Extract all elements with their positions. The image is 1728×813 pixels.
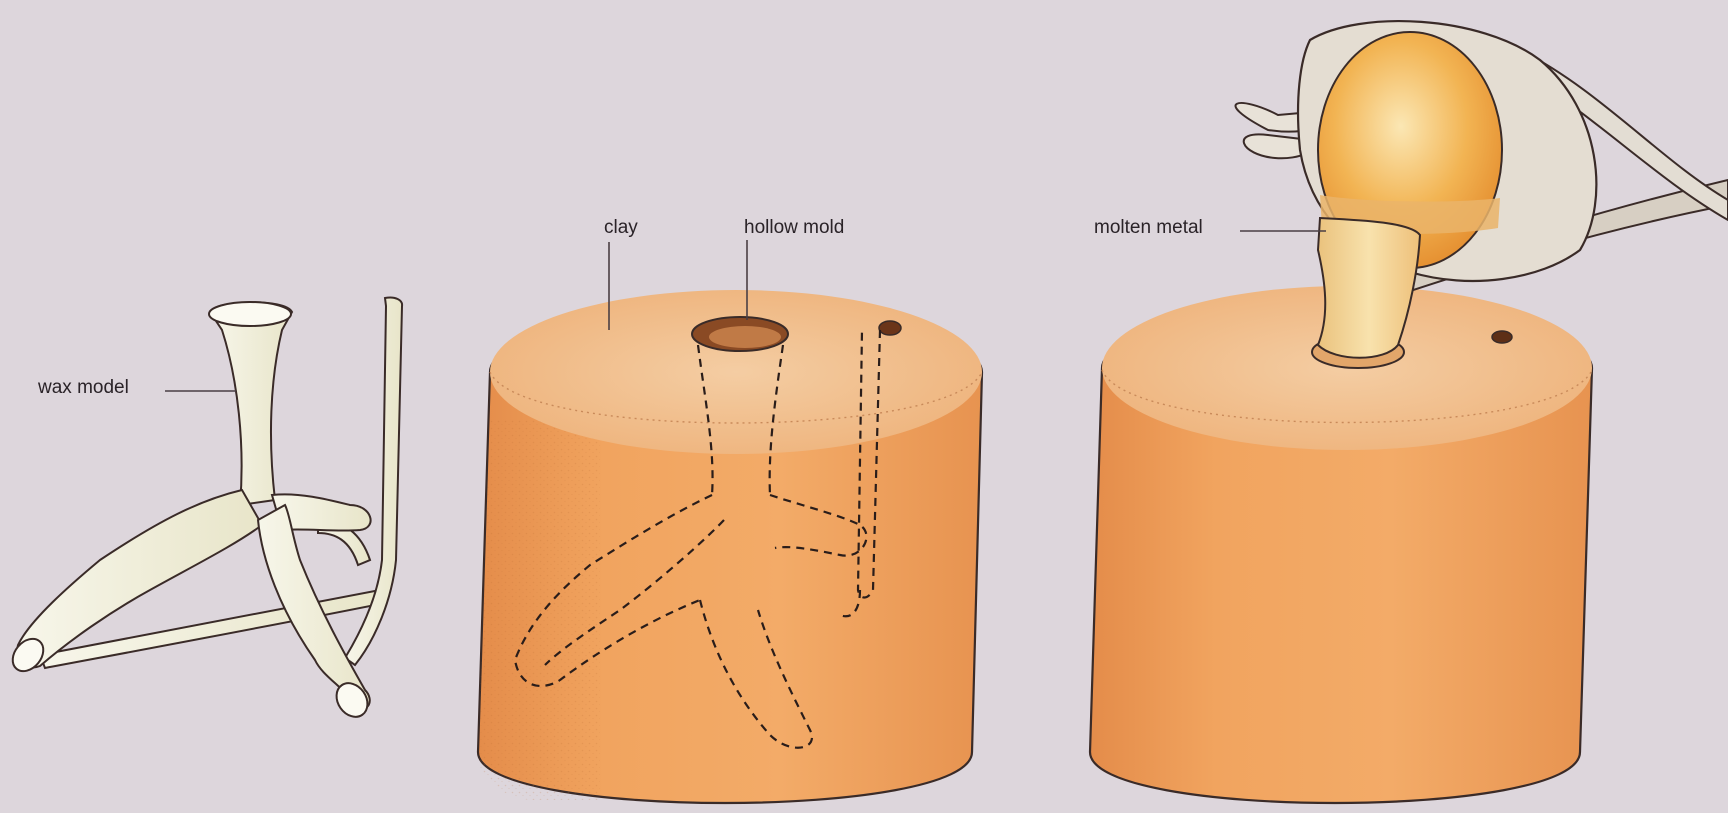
wax-model-label: wax model xyxy=(38,378,129,397)
molten-metal-label: molten metal xyxy=(1094,218,1203,237)
wax-model xyxy=(6,297,402,722)
pouring-mold xyxy=(1090,286,1592,803)
hollow-mold-label: hollow mold xyxy=(744,218,844,237)
clay-label: clay xyxy=(604,218,638,237)
clay-mold xyxy=(478,290,982,803)
crucible xyxy=(1236,21,1728,296)
